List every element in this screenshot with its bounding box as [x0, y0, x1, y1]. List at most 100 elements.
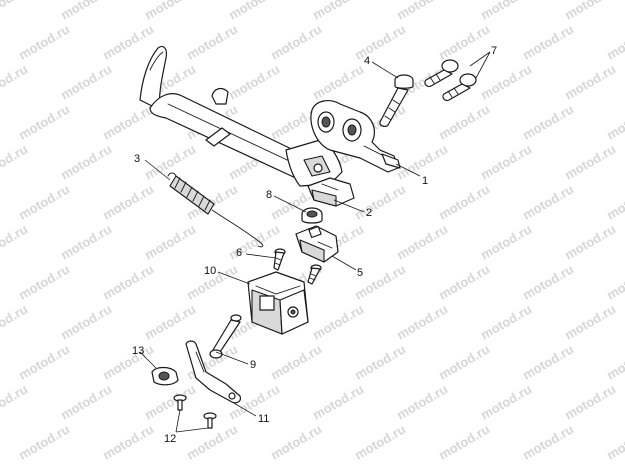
part-5-switch-bracket: [295, 225, 339, 263]
watermark-text: motod.ru: [268, 421, 324, 462]
watermark-text: motod.ru: [520, 261, 576, 302]
watermark-text: motod.ru: [100, 101, 156, 142]
watermark-text: motod.ru: [352, 181, 408, 222]
watermark-text: motod.ru: [142, 221, 198, 262]
watermark-text: motod.ru: [58, 381, 114, 422]
callout-8: 8: [266, 189, 272, 201]
watermark-text: motod.ru: [268, 341, 324, 382]
watermark-text: motod.ru: [478, 61, 534, 102]
part-9-pin: [209, 314, 242, 359]
watermark-text: motod.ru: [142, 0, 198, 23]
watermark-text: motod.ru: [520, 421, 576, 462]
callout-3: 3: [134, 153, 140, 165]
callout-11: 11: [258, 413, 269, 425]
watermark-text: motod.ru: [394, 381, 450, 422]
watermark-text: motod.ru: [394, 221, 450, 262]
watermark-text: motod.ru: [310, 381, 366, 422]
watermark-text: motod.ru: [58, 221, 114, 262]
part-6-screw-right: [307, 264, 322, 285]
callout-5: 5: [357, 267, 363, 279]
watermark-text: motod.ru: [436, 341, 492, 382]
watermark-text: motod.ru: [16, 181, 72, 222]
watermark-text: motod.ru: [0, 221, 30, 262]
watermark-text: motod.ru: [142, 301, 198, 342]
watermark-text: motod.ru: [478, 0, 534, 23]
part-8-collar: [301, 207, 323, 224]
part-7-bolt-upper: [424, 59, 459, 88]
leader-lines: [139, 51, 491, 433]
part-4-pivot-bolt: [379, 74, 414, 128]
watermark-text: motod.ru: [0, 381, 30, 422]
watermark-text: motod.ru: [226, 61, 282, 102]
callout-13: 13: [132, 345, 144, 357]
watermark-text: motod.ru: [100, 21, 156, 62]
watermark-text: motod.ru: [436, 181, 492, 222]
watermark-text: motod.ru: [352, 341, 408, 382]
watermark-text: motod.ru: [436, 261, 492, 302]
part-13-washer: [151, 366, 179, 386]
callout-10: 10: [204, 265, 216, 277]
watermark-text: motod.ru: [352, 421, 408, 462]
watermark-text: motod.ru: [436, 101, 492, 142]
watermark-text: motod.ru: [226, 0, 282, 23]
watermark-text: motod.ru: [562, 301, 618, 342]
watermark-text: motod.ru: [0, 301, 30, 342]
watermark-text: motod.ru: [520, 341, 576, 382]
watermark-text: motod.ru: [562, 381, 618, 422]
callout-12: 12: [164, 433, 176, 445]
part-12-screw-a: [173, 394, 187, 411]
callout-1: 1: [422, 175, 428, 187]
callout-7: 7: [491, 45, 497, 57]
watermark-text: motod.ru: [562, 221, 618, 262]
watermark-text: motod.ru: [142, 141, 198, 182]
watermark-text: motod.ru: [394, 301, 450, 342]
watermark-text: motod.ru: [604, 261, 625, 302]
watermark-text: motod.ru: [58, 0, 114, 23]
callout-2: 2: [366, 207, 372, 219]
watermark-text: motod.ru: [604, 341, 625, 382]
watermark-text: motod.ru: [58, 141, 114, 182]
part-6-screw-left: [273, 248, 286, 271]
part-10-switch-body: [247, 271, 309, 335]
watermark-text: motod.ru: [604, 181, 625, 222]
callout-6: 6: [236, 247, 242, 259]
watermark-text: motod.ru: [562, 0, 618, 23]
callout-labels: 1 2 3 4 5 6 7 8 9 10 11 12 13: [132, 45, 497, 445]
watermark-text: motod.ru: [58, 61, 114, 102]
watermark-text: motod.ru: [16, 421, 72, 462]
part-1-mount-bracket: [310, 100, 401, 173]
watermark-text: motod.ru: [478, 141, 534, 182]
watermark-text: motod.ru: [562, 61, 618, 102]
watermark-text: motod.ru: [0, 0, 30, 23]
watermark-text: motod.ru: [142, 381, 198, 422]
watermark-text: motod.ru: [16, 341, 72, 382]
watermark-text: motod.ru: [520, 181, 576, 222]
part-12-screw-b: [203, 412, 217, 429]
watermark-text: motod.ru: [478, 301, 534, 342]
watermark-text: motod.ru: [310, 0, 366, 23]
watermark-text: motod.ru: [604, 101, 625, 142]
watermark-text: motod.ru: [604, 421, 625, 462]
part-7-bolt-lower: [442, 73, 477, 102]
watermark-text: motod.ru: [58, 301, 114, 342]
watermark-text: motod.ru: [394, 0, 450, 23]
part-1-side-stand: [139, 45, 343, 187]
watermark-text: motod.ru: [0, 61, 30, 102]
callout-4: 4: [364, 55, 370, 67]
watermark-text: motod.ru: [352, 21, 408, 62]
watermark-text: motod.ru: [520, 21, 576, 62]
watermark-text: motod.ru: [604, 21, 625, 62]
watermark-text: motod.ru: [226, 221, 282, 262]
watermark-text: motod.ru: [100, 341, 156, 382]
part-2-pivot-lug: [307, 177, 355, 207]
watermark-text: motod.ru: [100, 421, 156, 462]
callout-9: 9: [250, 359, 256, 371]
watermark-text: motod.ru: [184, 21, 240, 62]
watermark-text: motod.ru: [16, 261, 72, 302]
watermark-text: motod.ru: [0, 141, 30, 182]
watermark-text: motod.ru: [310, 301, 366, 342]
watermark-text: motod.ru: [478, 221, 534, 262]
watermark-text: motod.ru: [100, 181, 156, 222]
watermark-text: motod.ru: [100, 261, 156, 302]
